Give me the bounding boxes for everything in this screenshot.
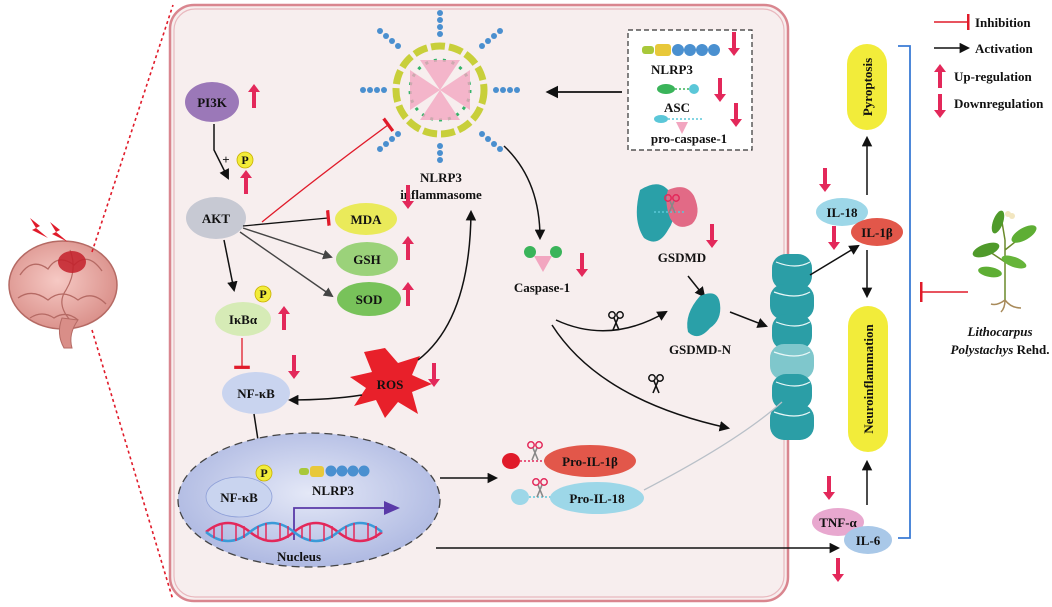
asc-protein-icon (657, 84, 699, 94)
legend-inhibition: Inhibition (975, 15, 1031, 30)
sod-label: SOD (356, 292, 383, 307)
complex-nlrp3-label: NLRP3 (651, 62, 693, 77)
nfkb-label: NF-κB (237, 386, 275, 401)
ikba-node (215, 302, 271, 336)
tnfa-node (812, 508, 864, 536)
neuroinflammation-node (848, 306, 888, 452)
lightning-icon (30, 218, 48, 238)
pro-il1b-node (544, 445, 636, 477)
pi3k-label: PI3K (197, 95, 228, 110)
il18-label: IL-18 (826, 205, 858, 220)
pro-il1b-label: Pro-IL-1β (562, 454, 618, 469)
phospho-badge (254, 285, 272, 303)
ikba-label: IκBα (229, 312, 258, 327)
plus-label: + (222, 152, 229, 167)
ros-label: ROS (377, 377, 404, 392)
gsh-node (336, 242, 398, 276)
nlrp3-protein-icon (642, 44, 720, 56)
nucleus-label: Nucleus (277, 549, 321, 564)
nucleus-nfkb-label: NF-κB (220, 490, 258, 505)
pyroptosis-node (847, 44, 887, 130)
il6-node (844, 526, 892, 554)
legend-downregulation: Downregulation (954, 96, 1044, 111)
tnfa-label: TNF-α (819, 515, 857, 530)
plant-species: Polystachys (951, 342, 1014, 357)
sod-node (337, 282, 401, 316)
plant-name-line1: Lithocarpus (966, 324, 1032, 339)
dna-helix (205, 521, 383, 543)
lightning-icon (50, 222, 68, 242)
ros-burst (350, 348, 432, 418)
caspase1-label: Caspase-1 (514, 280, 570, 295)
mda-node (335, 203, 397, 235)
plant-illustration (972, 210, 1037, 313)
gsdmd-pore (770, 254, 814, 440)
pyroptosis-label: Pyroptosis (860, 58, 875, 116)
pro-il18-node (550, 482, 644, 514)
plant-name-line2: Polystachys Rehd. (951, 342, 1050, 357)
gsdmd-label: GSDMD (658, 250, 706, 265)
complex-pro-caspase-label: pro-caspase-1 (651, 131, 727, 146)
pro-caspase-icon (654, 115, 702, 134)
legend-activation: Activation (975, 41, 1034, 56)
plant-author: Rehd. (1013, 342, 1049, 357)
nlrp3-inflammasome-label: NLRP3 (420, 170, 462, 185)
gsdmd-n-icon (687, 293, 721, 337)
legend: Inhibition Activation Up-regulation Down… (934, 14, 1044, 118)
nucleus-nlrp3-protein-icon (299, 465, 370, 477)
akt-node (186, 197, 246, 239)
complex-asc-label: ASC (664, 100, 690, 115)
phospho-label: P (260, 466, 267, 480)
gsh-label: GSH (353, 252, 380, 267)
phospho-badge (236, 151, 254, 169)
pro-il18-label: Pro-IL-18 (569, 491, 625, 506)
pro-il1b-molecule (502, 453, 552, 469)
mda-label: MDA (350, 212, 382, 227)
nlrp3-inflammasome-label: inflammasome (400, 187, 482, 202)
phospho-badge (255, 464, 273, 482)
il1b-node (851, 218, 903, 246)
nucleus-nfkb-node (205, 476, 273, 518)
gsdmd-n-label: GSDMD-N (669, 342, 732, 357)
phospho-label: P (259, 287, 266, 301)
legend-upregulation: Up-regulation (954, 69, 1033, 84)
caspase1-icon (524, 246, 562, 272)
pi3k-node (185, 82, 239, 122)
nucleus-nlrp3-label: NLRP3 (312, 483, 354, 498)
neuroinflammation-label: Neuroinflammation (861, 323, 876, 433)
akt-label: AKT (202, 211, 231, 226)
il18-node (816, 198, 868, 226)
nfkb-node (222, 372, 290, 414)
brain-illustration (8, 4, 174, 601)
nlrp3-inflammasome-icon (360, 10, 520, 163)
il6-label: IL-6 (856, 533, 881, 548)
il1b-label: IL-1β (861, 225, 893, 240)
phospho-label: P (241, 153, 248, 167)
outcome-bracket (898, 45, 911, 539)
